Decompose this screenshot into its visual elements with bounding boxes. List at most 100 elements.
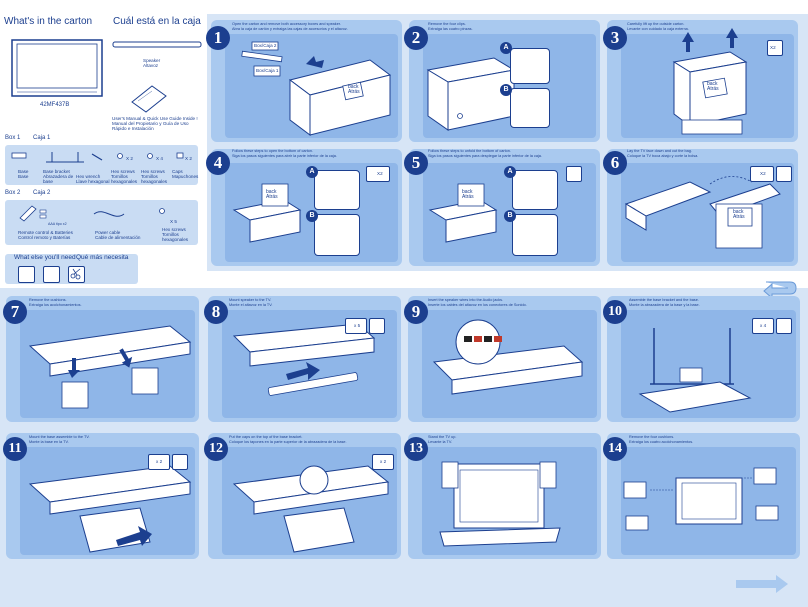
step-3-text-es: Levante con cuidado la caja externa. [627, 27, 689, 31]
step-5-carton-illustration [428, 183, 498, 243]
step-9-text-en: Insert the speaker wires into the Audio … [428, 298, 504, 302]
step-5-back-label-es: Atrás [462, 194, 474, 200]
step-4-detail-a [314, 170, 360, 210]
step-1-carton-illustration [241, 41, 392, 136]
box1-icons [11, 152, 184, 163]
step-6-text-en: Lay the TV face down and cut the bag. [627, 149, 692, 153]
step-1-number: 1 [206, 26, 230, 50]
step-2-number: 2 [404, 26, 428, 50]
step-14-text-es: Extraiga los cuatro acolchonamientos. [629, 440, 694, 444]
step-4-detail-b [314, 214, 360, 256]
box1-item-bracket-1: Base bracket [43, 169, 70, 174]
title-en: What's in the carton [4, 16, 93, 27]
speaker-label-es: Altavoz [143, 63, 159, 68]
manual-label-es: Manual del Propietario y Guía de Uso [112, 121, 189, 126]
step-5-detail-b [512, 214, 558, 256]
step-2-b-badge: B [500, 84, 512, 96]
box2-item-remote-es: Control remoto y Baterías [18, 235, 71, 240]
manual-label-es2: Rápido e Instalación [112, 126, 154, 131]
box2-item-remote-en: Remote control & Batteries [18, 230, 73, 235]
step-7-tv-illustration [28, 325, 192, 409]
step-5-b-badge: B [504, 210, 516, 222]
box1-label-es: Caja 1 [33, 135, 51, 141]
step-8-tv-illustration [232, 323, 376, 396]
step-1-back-label: back [348, 84, 359, 90]
step-11-text-en: Mount the base assemble to the TV. [29, 435, 90, 439]
step-11-text-es: Monte la base en la TV. [29, 440, 69, 444]
step-6-tv-illustration [624, 176, 781, 249]
box2-icons [19, 205, 165, 222]
step-9-number: 9 [404, 300, 428, 324]
need-label-en: What else you'll need [14, 254, 76, 261]
box1-item-wrench-2: Llave hexagonal [76, 179, 110, 184]
step-5-back-label: back [462, 189, 473, 195]
step-8-count: x 5 [354, 323, 361, 328]
step-13-text-en: Stand the TV up. [428, 435, 457, 439]
step-1-text-es: Abra la caja de cartón y extraiga las ca… [232, 27, 348, 31]
step-3-number: 3 [603, 26, 627, 50]
step-10-number: 10 [603, 300, 627, 324]
box1-item-base-es: Base [18, 174, 29, 179]
step-10-count-box [752, 318, 774, 334]
step-6-tool-box [776, 166, 792, 182]
tool-wrench-box [18, 266, 35, 283]
step-12-number: 12 [204, 437, 228, 461]
box1-count-1: X 2 [126, 156, 133, 161]
step-7-text-en: Remove the cushions. [29, 298, 67, 302]
box1-item-bracket-2: Abrazadera de [43, 174, 74, 179]
box1-panel [5, 145, 198, 185]
battery-label: AAA tipo x2 [48, 222, 67, 226]
step-13-text-es: Levante la TV. [428, 440, 453, 444]
step-6-count: X2 [760, 171, 766, 176]
scissors-icon [70, 268, 81, 280]
box1-item-base-en: Base [18, 169, 29, 174]
step-6-text-es: Coloque la TV boca abajo y corte la bols… [627, 154, 699, 158]
speaker-illustration [112, 41, 202, 48]
manual-illustration [131, 85, 167, 113]
step-3-carton-illustration [672, 28, 748, 135]
model-number: 42MF437B [40, 102, 70, 108]
step-13-tv-illustration [439, 461, 561, 547]
step-10-tool-box [776, 318, 792, 334]
box2-item-screws-3: hexagonales [162, 237, 189, 242]
step-4-b-badge: B [306, 210, 318, 222]
step-1-box2-label: Box/Caja 2 [254, 43, 277, 48]
box2-item-screws-1: Hex screws [162, 227, 186, 232]
manual-label-en: User's Manual & Quick Use Guide Inside ! [112, 116, 198, 121]
step-5-tool-box [566, 166, 582, 182]
step-11-number: 11 [3, 437, 27, 461]
box1-item-screws-a2: Tornillos [111, 174, 128, 179]
box2-item-cable-es: Cable de alimentación [95, 235, 141, 240]
step-10-text-es: Monte la abrazadera de la base y la base… [629, 303, 700, 307]
box2-item-cable-en: Power cable [95, 230, 121, 235]
step-3-back-label: back [707, 81, 718, 87]
step-3-text-en: Carefully lift up the outside carton. [627, 22, 685, 26]
step-8-text-es: Monte el altavoz en la TV. [229, 303, 273, 307]
step-8-text-en: Mount speaker to the TV. [229, 298, 272, 302]
step-8-count-box [345, 318, 367, 334]
step-1-back-label-es: Atrás [348, 89, 360, 95]
step-10-stand-illustration [638, 328, 752, 413]
step-7-text-es: Extraiga los acolchonamientos. [29, 303, 82, 307]
step-4-back-label: back [266, 189, 277, 195]
step-6-number: 6 [603, 151, 627, 175]
title-es: Cuál está en la caja [113, 16, 201, 27]
box1-item-screws-b3: hexagonales [141, 179, 168, 184]
step-4-count: X2 [377, 171, 383, 176]
step-3-count-box [767, 40, 783, 56]
box1-item-screws-a3: hexagonales [111, 179, 138, 184]
tv-illustration [11, 39, 103, 97]
step-14-number: 14 [603, 437, 627, 461]
step-5-detail-a [512, 170, 558, 210]
step-12-tv-illustration [232, 465, 390, 553]
step-12-text-en: Put the caps on the top of the base brac… [229, 435, 303, 439]
step-12-text-es: Coloque los tapones en la parte superior… [229, 440, 347, 444]
box2-count: X 5 [170, 219, 177, 224]
step-5-text-en: Follow these steps to unfold the bottom … [428, 149, 511, 153]
step-4-text-es: Siga los pasos siguientes para abrir la … [232, 154, 337, 158]
step-3-back-label-es: Atrás [707, 86, 719, 92]
next-arrow-icon [736, 575, 788, 593]
step-6-back-label-es: Atrás [733, 214, 745, 220]
step-2-text-es: Extraiga las cuatro pinzas. [428, 27, 473, 31]
step-11-count: x 2 [156, 459, 163, 464]
